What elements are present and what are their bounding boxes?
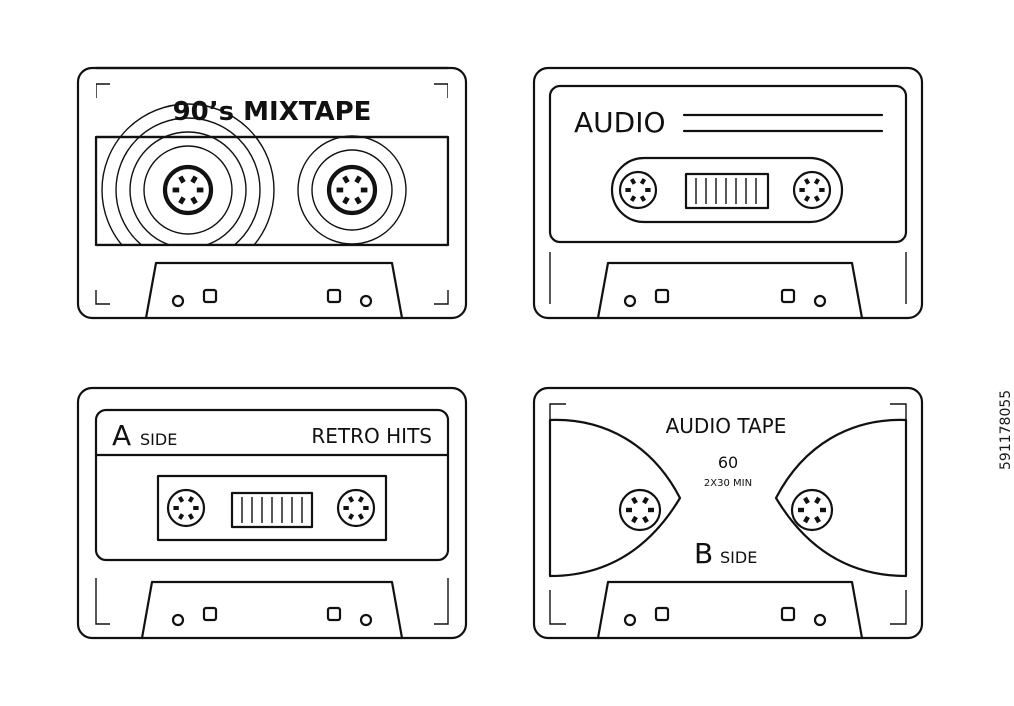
label-lines	[682, 113, 884, 133]
cassette-title: AUDIO TAPE	[666, 414, 787, 438]
bottom-tab	[144, 261, 404, 320]
cassette-title: 90’s MIXTAPE	[173, 97, 372, 127]
cassette-title: RETRO HITS	[311, 424, 432, 448]
bottom-tab	[596, 261, 864, 320]
cassette-retro-hits: A SIDE RETRO HITS	[76, 386, 468, 640]
tape-counter	[230, 491, 314, 529]
tape-window	[610, 156, 844, 224]
right-reel	[297, 135, 407, 245]
side-word: SIDE	[140, 430, 177, 449]
reel-hub	[618, 170, 658, 210]
stock-id: 591178055	[998, 389, 1014, 470]
reel-hub	[164, 166, 212, 214]
cassette-title: AUDIO	[574, 106, 666, 139]
reel-hub	[336, 488, 376, 528]
tape-counter	[684, 172, 770, 210]
reel-hub	[166, 488, 206, 528]
side-word: SIDE	[720, 548, 757, 567]
reel-hubs	[164, 166, 834, 532]
left-reel-window	[548, 418, 682, 578]
tape-window	[94, 135, 450, 247]
reel-hub	[328, 166, 376, 214]
bottom-tab	[140, 580, 404, 640]
reel-hub	[790, 488, 834, 532]
reel-hub	[792, 170, 832, 210]
cassette-body	[76, 386, 468, 640]
bottom-tab	[596, 580, 864, 640]
label-area	[94, 408, 450, 562]
tape-window	[156, 474, 388, 542]
right-reel-window	[774, 418, 908, 578]
cassette-body	[532, 66, 924, 320]
cassette-audio: AUDIO	[532, 66, 924, 320]
side-letter: B	[694, 537, 713, 570]
reel-hub	[618, 488, 662, 532]
duration-detail: 2X30 MIN	[704, 478, 752, 489]
cassette-mixtape: 90’s MIXTAPE	[60, 60, 484, 326]
cassette-audio-tape: AUDIO TAPE 60 2X30 MIN B SIDE	[532, 386, 924, 640]
duration: 60	[718, 453, 738, 472]
label-area	[548, 84, 908, 244]
side-letter: A	[112, 419, 131, 452]
cassette-body	[532, 386, 924, 640]
